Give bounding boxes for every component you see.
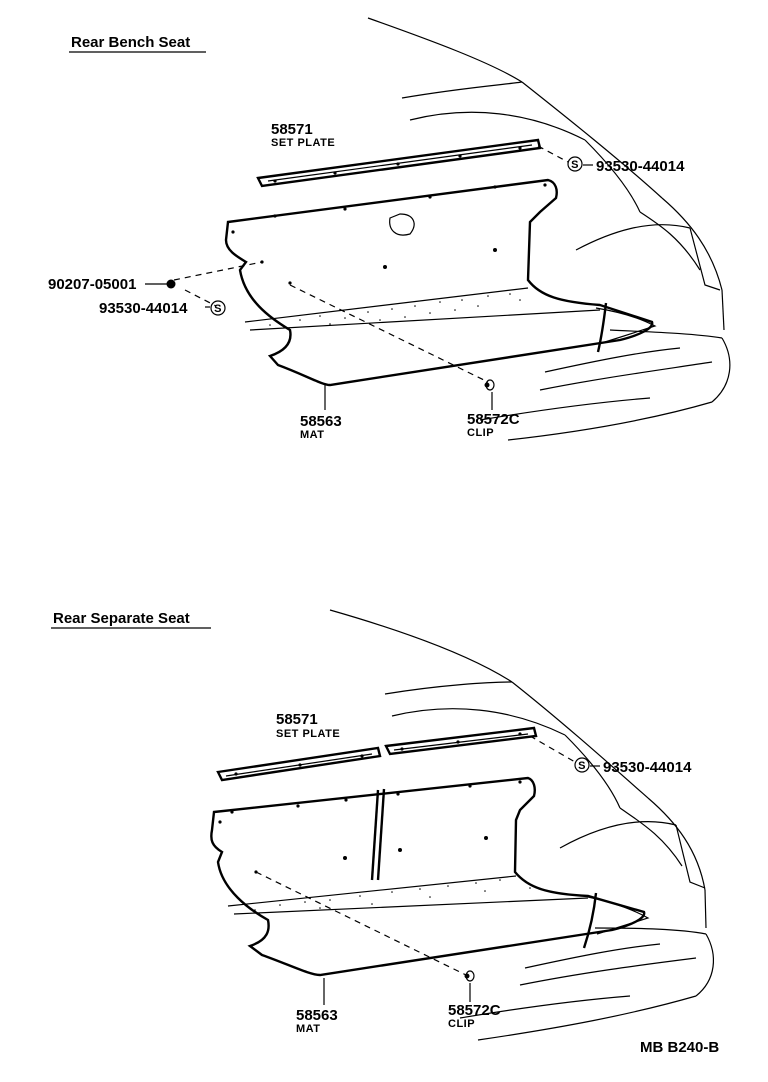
mat-number: 58563 (300, 413, 342, 430)
diagram-title: Rear Separate Seat (53, 610, 190, 627)
set-plate-right (384, 726, 538, 756)
washer-left-number: 90207-05001 (48, 276, 136, 293)
washer-icon (166, 279, 176, 289)
clip-name: CLIP (467, 427, 494, 439)
screw-icon-left: S (210, 300, 226, 316)
set-plate-number: 58571 (271, 121, 313, 138)
mat (224, 178, 654, 387)
figure-code: MB B240-B (640, 1039, 719, 1056)
clip-name: CLIP (448, 1018, 475, 1030)
screw-icon-right: S (574, 757, 590, 773)
mat-number: 58563 (296, 1007, 338, 1024)
mat (210, 776, 646, 977)
leader-lines (145, 145, 593, 410)
set-plate-name: SET PLATE (271, 137, 335, 149)
screw-right-number: 93530-44014 (596, 158, 685, 175)
clip-number: 58572C (448, 1002, 501, 1019)
diagram-title: Rear Bench Seat (71, 34, 190, 51)
clip-icon (464, 970, 475, 982)
mat-name: MAT (296, 1023, 321, 1035)
screw-left-number: 93530-44014 (99, 300, 188, 317)
rear-bench-seat-diagram: Rear Bench Seat (48, 17, 731, 441)
rear-separate-seat-diagram: Rear Separate Seat (51, 609, 714, 1041)
set-plate-number: 58571 (276, 711, 318, 728)
car-body-outline (367, 17, 731, 441)
set-plate (256, 138, 542, 188)
screw-right-number: 93530-44014 (603, 759, 692, 776)
screw-symbol: S (578, 760, 586, 772)
set-plate-left (216, 746, 382, 782)
leader-lines (255, 735, 600, 1005)
screw-icon-right: S (567, 156, 583, 172)
screw-symbol: S (214, 303, 222, 315)
clip-number: 58572C (467, 411, 520, 428)
screw-symbol: S (571, 159, 579, 171)
clip-icon (484, 379, 495, 391)
set-plate-name: SET PLATE (276, 728, 340, 740)
car-body-outline (329, 609, 714, 1041)
mat-name: MAT (300, 429, 325, 441)
